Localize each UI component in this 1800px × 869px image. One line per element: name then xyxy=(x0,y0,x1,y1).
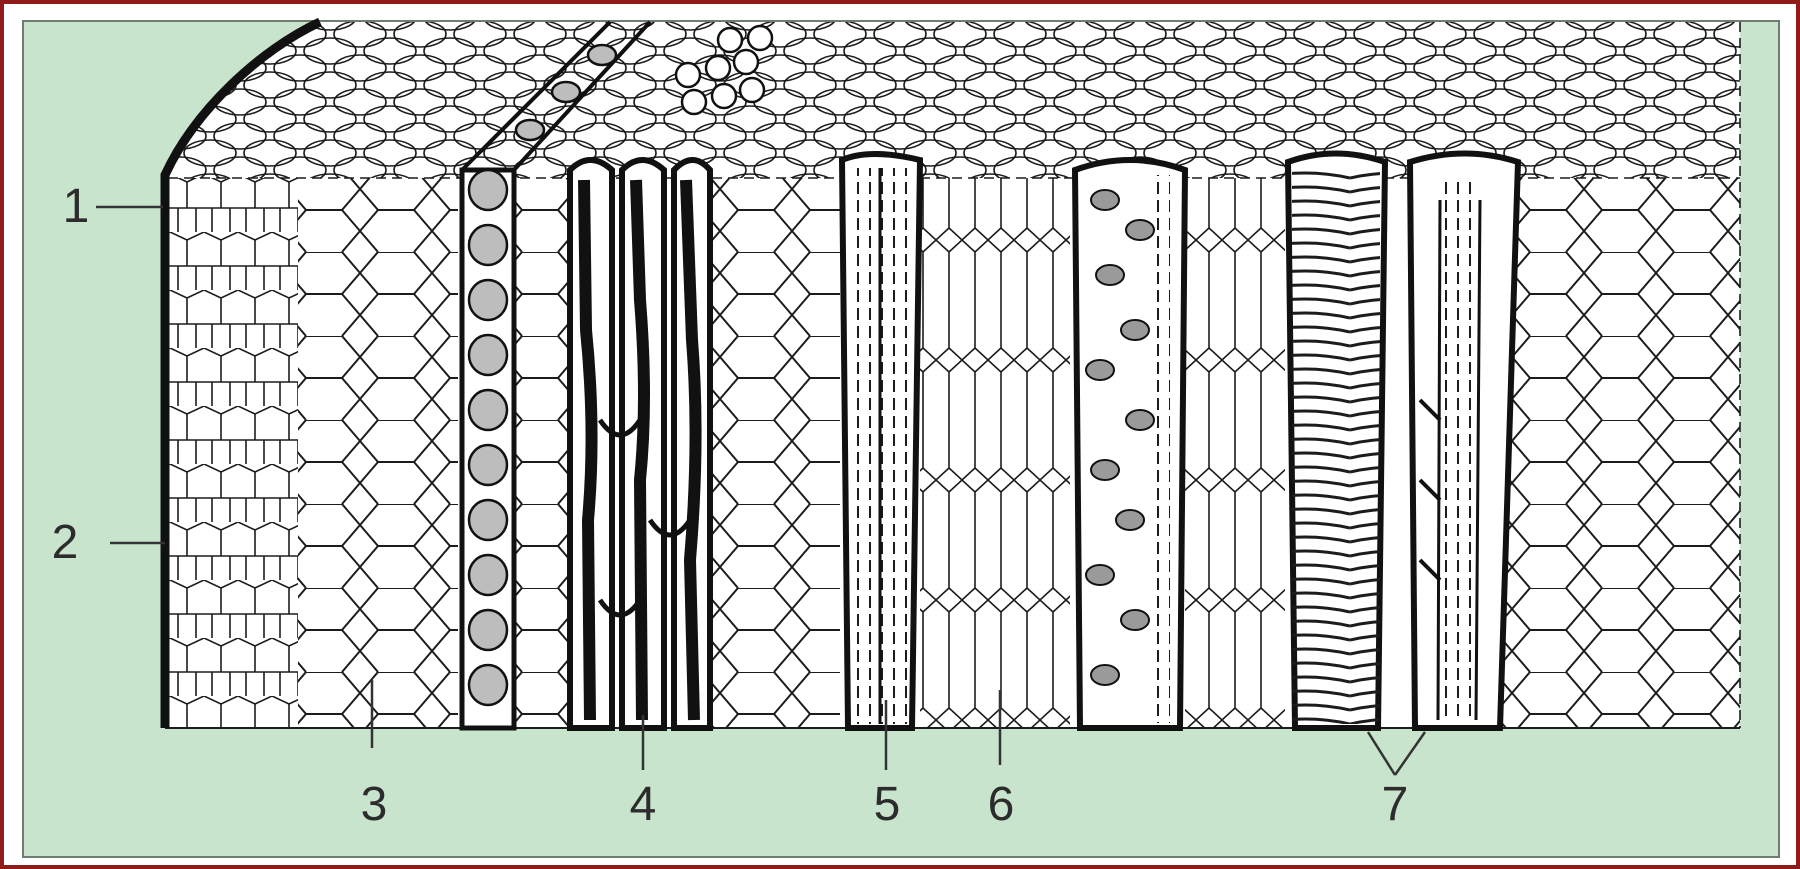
label-5: 5 xyxy=(874,781,901,829)
label-4: 4 xyxy=(630,781,657,829)
label-3: 3 xyxy=(361,781,388,829)
phloem-tube xyxy=(1075,160,1185,728)
sclerenchyma-fibers xyxy=(570,160,710,728)
label-7: 7 xyxy=(1382,781,1409,829)
spiral-vessel xyxy=(1288,154,1385,729)
label-1: 1 xyxy=(63,183,90,231)
label-6: 6 xyxy=(988,781,1015,829)
pitted-vessel xyxy=(1410,154,1518,729)
sieve-tube xyxy=(842,154,920,728)
label-2: 2 xyxy=(52,519,79,567)
